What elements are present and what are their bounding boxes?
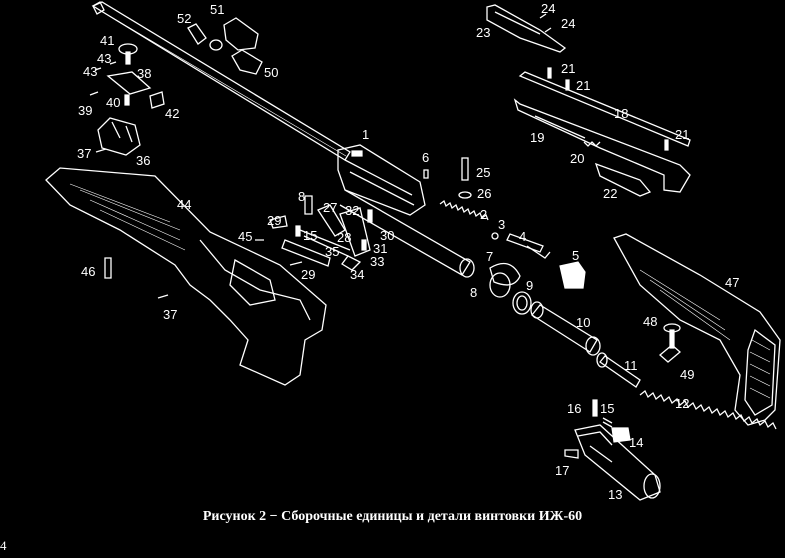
label-29b: 29 xyxy=(301,267,315,282)
rear-sight-part xyxy=(486,4,567,53)
label-28: 28 xyxy=(337,230,351,245)
label-21b: 21 xyxy=(576,78,590,93)
page-number: 4 xyxy=(0,538,7,553)
buttstock-part xyxy=(613,233,781,426)
label-21c: 21 xyxy=(675,127,689,142)
label-29a: 29 xyxy=(267,213,281,228)
label-49: 49 xyxy=(680,367,694,382)
label-43a: 43 xyxy=(97,51,111,66)
receiver-part xyxy=(337,144,475,278)
trigger-group-part xyxy=(255,195,373,271)
label-14: 14 xyxy=(629,435,643,450)
part-number-labels: 1 2 3 4 5 6 7 8 8 9 10 11 12 13 14 15 15… xyxy=(77,1,739,502)
stock-part xyxy=(45,167,327,386)
label-27: 27 xyxy=(323,200,337,215)
cocking-lever-part xyxy=(564,424,661,501)
spring-part xyxy=(439,199,489,221)
label-52: 52 xyxy=(177,11,191,26)
label-4: 4 xyxy=(519,229,526,244)
label-44: 44 xyxy=(177,197,191,212)
label-37b: 37 xyxy=(163,307,177,322)
sight-rail-part xyxy=(513,67,691,197)
label-46: 46 xyxy=(81,264,95,279)
label-15b: 15 xyxy=(600,401,614,416)
label-37a: 37 xyxy=(77,146,91,161)
label-45: 45 xyxy=(238,229,252,244)
label-31: 31 xyxy=(373,241,387,256)
barrel-part xyxy=(91,1,351,161)
label-51: 51 xyxy=(210,2,224,17)
label-6: 6 xyxy=(422,150,429,165)
label-42: 42 xyxy=(165,106,179,121)
label-20: 20 xyxy=(570,151,584,166)
label-10: 10 xyxy=(576,315,590,330)
label-1: 1 xyxy=(362,127,369,142)
label-30: 30 xyxy=(380,228,394,243)
label-35: 35 xyxy=(325,244,339,259)
label-40: 40 xyxy=(106,95,120,110)
label-48: 48 xyxy=(643,314,657,329)
label-41: 41 xyxy=(100,33,114,48)
label-50: 50 xyxy=(264,65,278,80)
cylinder-part xyxy=(530,301,601,356)
label-34: 34 xyxy=(350,267,364,282)
label-23: 23 xyxy=(476,25,490,40)
label-16: 16 xyxy=(567,401,581,416)
label-18: 18 xyxy=(614,106,628,121)
label-33: 33 xyxy=(370,254,384,269)
label-5: 5 xyxy=(572,248,579,263)
label-12: 12 xyxy=(675,396,689,411)
label-26: 26 xyxy=(477,186,491,201)
label-25: 25 xyxy=(476,165,490,180)
scope-mount-part xyxy=(187,17,263,75)
label-24a: 24 xyxy=(541,1,555,16)
label-9: 9 xyxy=(526,278,533,293)
label-22: 22 xyxy=(603,186,617,201)
label-24b: 24 xyxy=(561,16,575,31)
label-13: 13 xyxy=(608,487,622,502)
label-36: 36 xyxy=(136,153,150,168)
label-3: 3 xyxy=(498,217,505,232)
label-39: 39 xyxy=(78,103,92,118)
label-47: 47 xyxy=(725,275,739,290)
label-8a: 8 xyxy=(298,189,305,204)
label-11: 11 xyxy=(624,358,638,373)
label-8b: 8 xyxy=(470,285,477,300)
label-15a: 15 xyxy=(303,228,317,243)
label-38: 38 xyxy=(137,66,151,81)
label-32: 32 xyxy=(345,203,359,218)
label-17: 17 xyxy=(555,463,569,478)
main-spring-part xyxy=(639,389,777,430)
label-2: 2 xyxy=(480,207,487,222)
label-19: 19 xyxy=(530,130,544,145)
figure-caption: Рисунок 2 − Сборочные единицы и детали в… xyxy=(202,509,583,524)
front-sight-part xyxy=(89,43,165,156)
label-21a: 21 xyxy=(561,61,575,76)
label-7: 7 xyxy=(486,249,493,264)
label-43b: 43 xyxy=(83,64,97,79)
